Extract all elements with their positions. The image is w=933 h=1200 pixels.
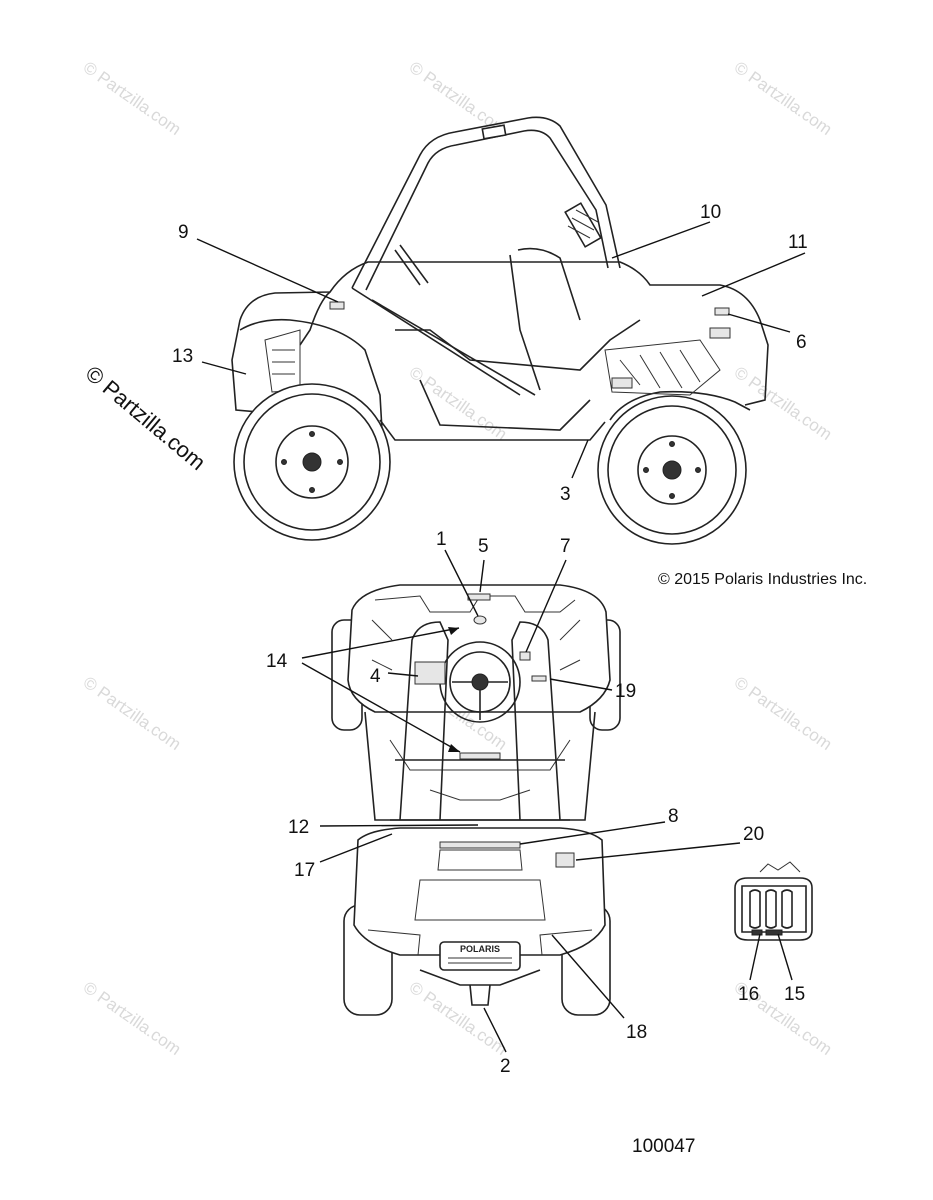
callout-12: 12	[288, 817, 309, 838]
callout-labels: 9 10 11 6 13 3 1 5 7 4 19 14 12 8 17 20 …	[172, 202, 808, 1077]
callout-3: 3	[560, 484, 571, 505]
callout-8: 8	[668, 806, 679, 827]
callout-5: 5	[478, 536, 489, 557]
callout-11: 11	[788, 232, 808, 253]
callout-4: 4	[370, 666, 381, 687]
top-view-vehicle: POLARIS	[331, 584, 621, 1016]
polaris-badge: POLARIS	[460, 944, 500, 954]
copyright-notice: © 2015 Polaris Industries Inc.	[658, 571, 867, 588]
side-view-vehicle	[231, 116, 769, 545]
callout-1: 1	[436, 529, 447, 550]
callout-7: 7	[560, 536, 571, 557]
callout-19: 19	[615, 681, 636, 702]
watermark: © Partzilla.com	[731, 673, 836, 754]
watermark: © Partzilla.com	[80, 58, 185, 139]
document-number: 100047	[632, 1136, 695, 1157]
callout-15: 15	[784, 984, 805, 1005]
callout-2: 2	[500, 1056, 511, 1077]
watermark: © Partzilla.com	[80, 673, 185, 754]
leader-lines	[196, 221, 806, 1053]
watermark: © Partzilla.com	[406, 363, 511, 444]
partzilla-side-watermark: © Partzilla.com	[81, 361, 211, 475]
watermark: © Partzilla.com	[406, 978, 511, 1059]
front-wheel	[233, 383, 391, 541]
callout-9: 9	[178, 222, 189, 243]
callout-10: 10	[700, 202, 721, 223]
callout-14: 14	[266, 651, 288, 672]
callout-17: 17	[294, 860, 315, 881]
watermark: © Partzilla.com	[731, 363, 836, 444]
callout-13: 13	[172, 346, 193, 367]
detail-part-panel	[734, 861, 813, 941]
callout-16: 16	[738, 984, 759, 1005]
callout-20: 20	[743, 824, 764, 845]
watermark: © Partzilla.com	[80, 978, 185, 1059]
watermark: © Partzilla.com	[731, 58, 836, 139]
callout-6: 6	[796, 332, 807, 353]
rear-wheel	[597, 395, 747, 545]
callout-18: 18	[626, 1022, 647, 1043]
